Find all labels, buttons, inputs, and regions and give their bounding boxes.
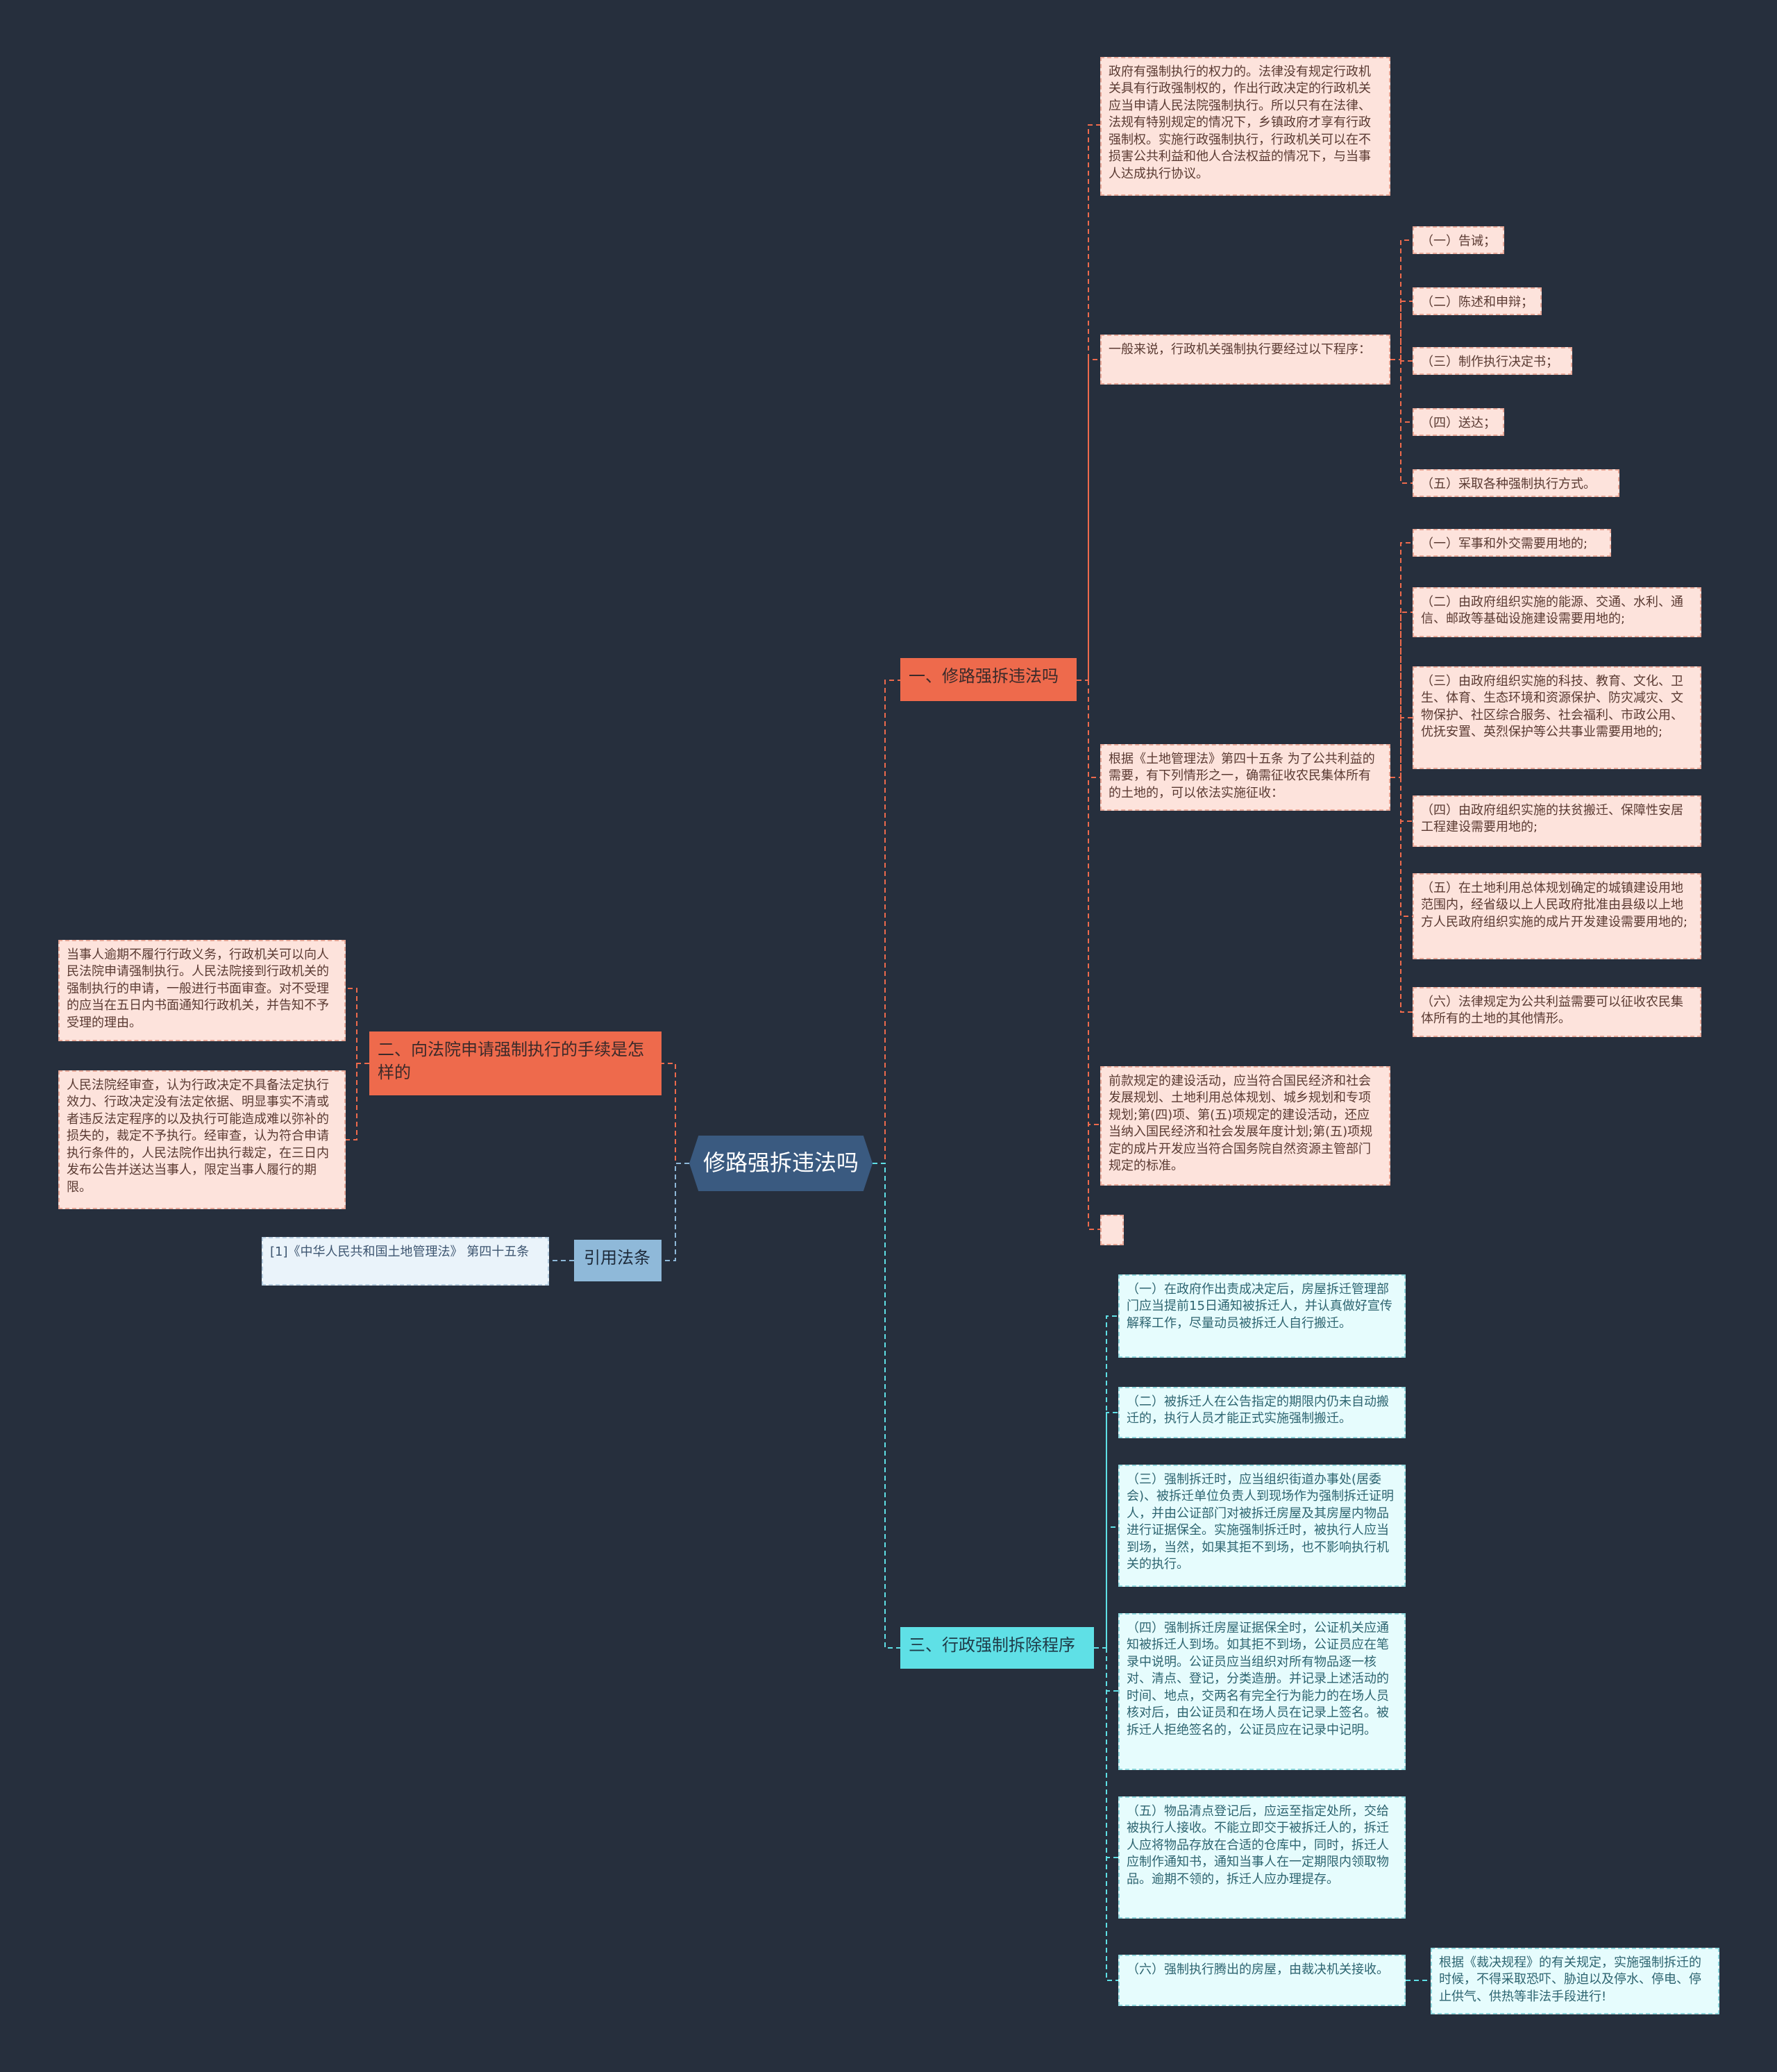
procedure-step-5[interactable]: （五）采取各种强制执行方式。 [1413,469,1619,497]
b3-step-6[interactable]: （六）强制执行腾出的房屋，由裁决机关接收。 [1118,1955,1406,2006]
citation-leaf-1[interactable]: [1]《中华人民共和国土地管理法》 第四十五条 [262,1237,549,1286]
b3-step-4[interactable]: （四）强制拆迁房屋证据保全时，公证机关应通知被拆迁人到场。如其拒不到场，公证员应… [1118,1613,1406,1770]
connector-land-cases [1390,542,1413,1013]
root-node[interactable]: 修路强拆违法吗 [689,1136,873,1191]
procedure-step-2[interactable]: （二）陈述和申辩； [1413,287,1542,315]
b1-empty-leaf[interactable] [1100,1215,1124,1245]
b3-step-1[interactable]: （一）在政府作出责成决定后，房屋拆迁管理部门应当提前15日通知被拆迁人，并认真做… [1118,1274,1406,1358]
b3-step-5[interactable]: （五）物品清点登记后，应运至指定处所，交给被执行人接收。不能立即交于被拆迁人的，… [1118,1796,1406,1919]
b1-construction-leaf[interactable]: 前款规定的建设活动，应当符合国民经济和社会发展规划、土地利用总体规划、城乡规划和… [1100,1066,1390,1186]
b2-leaf-1[interactable]: 当事人逾期不履行行政义务，行政机关可以向人民法院申请强制执行。人民法院接到行政机… [58,940,346,1041]
connector-b2-items [346,988,369,1140]
connector-root-b1 [873,680,900,1164]
connector-root-b4 [662,1163,689,1261]
branch-1-node[interactable]: 一、修路强拆违法吗 [900,658,1077,701]
b3-step-2[interactable]: （二）被拆迁人在公告指定的期限内仍未自动搬迁的，执行人员才能正式实施强制搬迁。 [1118,1387,1406,1438]
connector-b1-items [1077,124,1100,1230]
b2-leaf-2[interactable]: 人民法院经审查，认为行政决定不具备法定执行效力、行政决定没有法定依据、明显事实不… [58,1070,346,1209]
procedure-step-1[interactable]: （一）告诫； [1413,226,1504,254]
land-case-4[interactable]: （四）由政府组织实施的扶贫搬迁、保障性安居工程建设需要用地的; [1413,795,1701,847]
land-case-2[interactable]: （二）由政府组织实施的能源、交通、水利、通信、邮政等基础设施建设需要用地的; [1413,587,1701,637]
procedure-step-3[interactable]: （三）制作执行决定书； [1413,347,1572,375]
b1-procedure-leaf[interactable]: 一般来说，行政机关强制执行要经过以下程序： [1100,335,1390,385]
land-case-3[interactable]: （三）由政府组织实施的科技、教育、文化、卫生、体育、生态环境和资源保护、防灾减灾… [1413,666,1701,769]
branch-3-node[interactable]: 三、行政强制拆除程序 [900,1627,1094,1669]
land-case-1[interactable]: （一）军事和外交需要用地的; [1413,529,1611,557]
land-case-5[interactable]: （五）在土地利用总体规划确定的城镇建设用地范围内，经省级以上人民政府批准由县级以… [1413,873,1701,959]
connector-procedure-steps [1390,239,1413,484]
branch-citations-node[interactable]: 引用法条 [574,1240,662,1281]
connector-root-b3 [873,1163,900,1649]
connector-b3-items [1094,1315,1118,1981]
procedure-step-4[interactable]: （四）送达； [1413,408,1504,436]
branch-2-node[interactable]: 二、向法院申请强制执行的手续是怎样的 [369,1031,662,1095]
b3-step-6-note[interactable]: 根据《裁决规程》的有关规定，实施强制拆迁的时候，不得采取恐吓、胁迫以及停水、停电… [1431,1948,1719,2014]
b3-step-3[interactable]: （三）强制拆迁时，应当组织街道办事处(居委会)、被拆迁单位负责人到现场作为强制拆… [1118,1465,1406,1587]
land-case-6[interactable]: （六）法律规定为公共利益需要可以征收农民集体所有的土地的其他情形。 [1413,987,1701,1037]
b1-power-leaf[interactable]: 政府有强制执行的权力的。法律没有规定行政机关具有行政强制权的，作出行政决定的行政… [1100,57,1390,196]
connector-root-b2 [662,1063,689,1164]
b1-land-law-leaf[interactable]: 根据《土地管理法》第四十五条 为了公共利益的需要，有下列情形之一，确需征收农民集… [1100,744,1390,811]
